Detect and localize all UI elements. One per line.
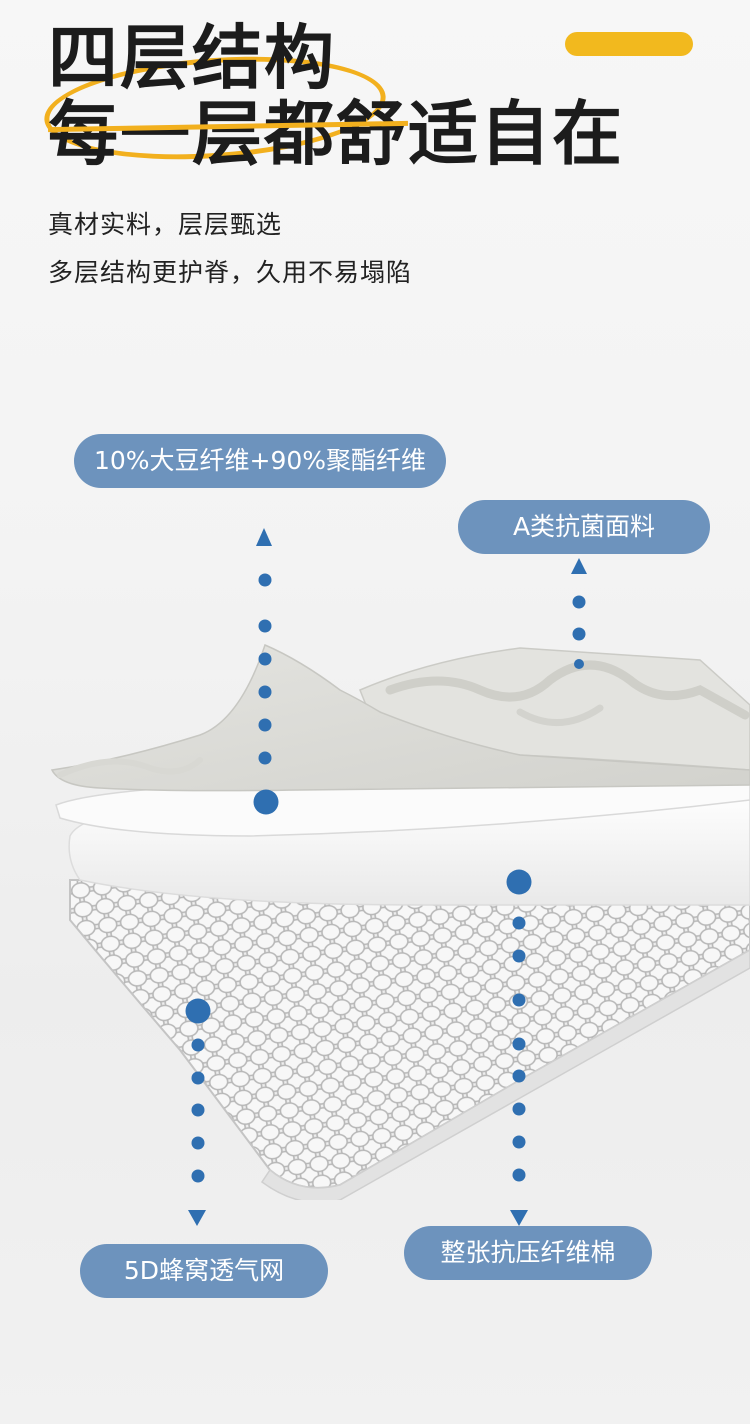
honeycomb-mesh-layer xyxy=(69,879,750,1189)
up-arrow-icon xyxy=(256,528,272,546)
accent-pill xyxy=(565,32,693,56)
label-fiber-cotton: 整张抗压纤维棉 xyxy=(404,1226,652,1280)
page-title: 四层结构 xyxy=(48,17,336,99)
label-soy-fiber: 10%大豆纤维+90%聚酯纤维 xyxy=(74,434,446,488)
feature-text-2: 多层结构更护脊，久用不易塌陷 xyxy=(48,258,413,287)
up-arrow-icon xyxy=(571,558,587,574)
soy-fiber-layer xyxy=(50,643,750,792)
label-honeycomb-mesh: 5D蜂窝透气网 xyxy=(80,1244,328,1298)
feature-text-1: 真材实料，层层甄选 xyxy=(48,210,283,239)
down-arrow-icon xyxy=(188,1210,206,1226)
page-subtitle-headline: 每一层都舒适自在 xyxy=(48,93,624,175)
label-antibacterial-fabric: A类抗菌面料 xyxy=(458,500,710,554)
mattress-layers-illustration xyxy=(50,643,750,1200)
down-arrow-icon xyxy=(510,1210,528,1226)
